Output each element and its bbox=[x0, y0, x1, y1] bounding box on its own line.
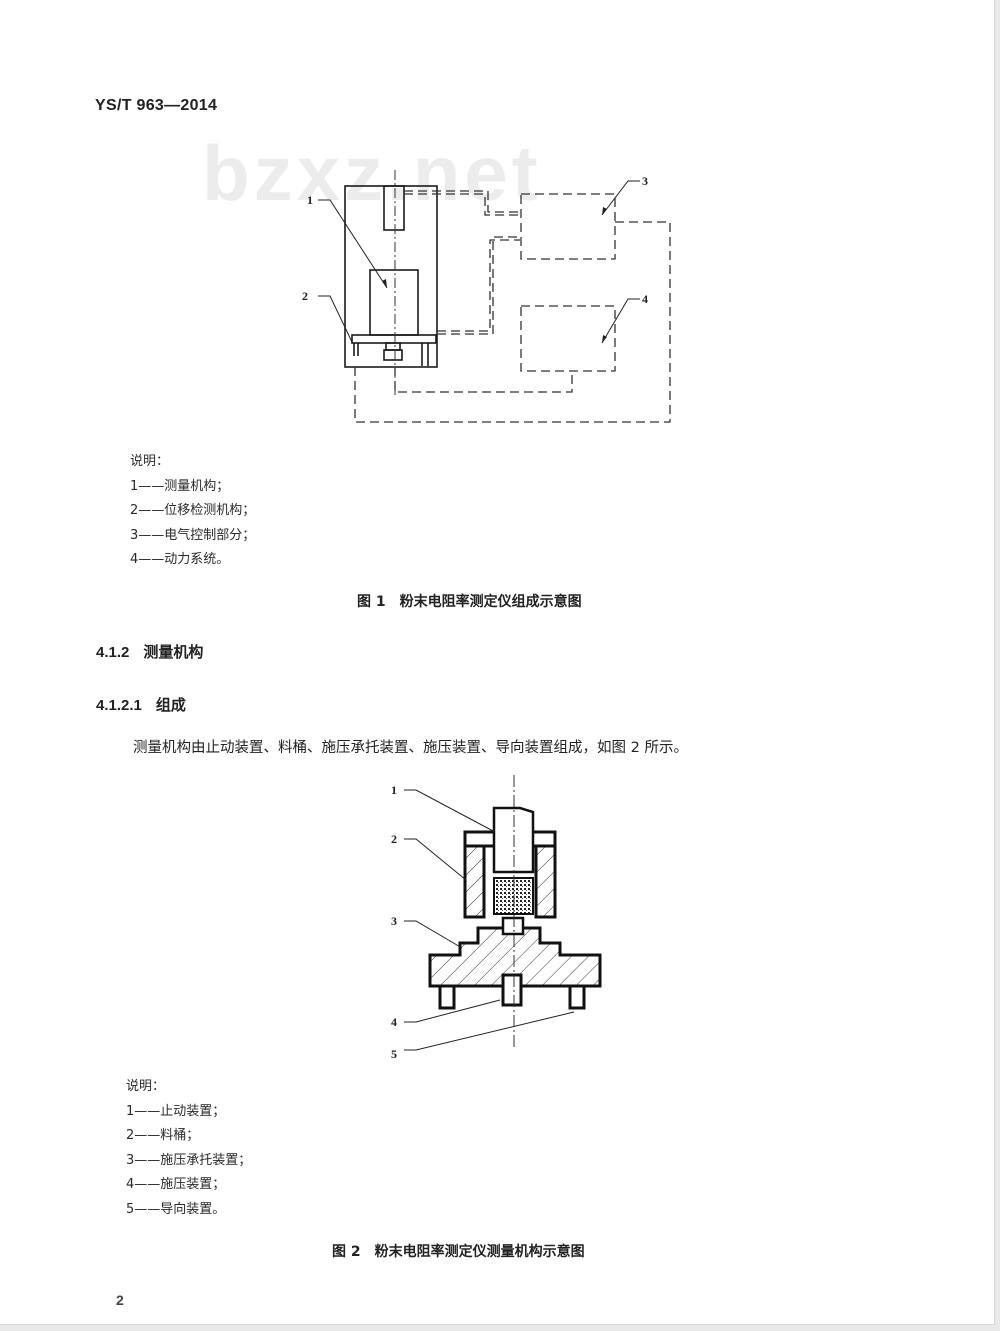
figure-2-legend: 说明： 1——止动装置； 2——料桶； 3——施压承托装置； 4——施压装置； … bbox=[126, 1075, 251, 1222]
legend-title: 说明： bbox=[126, 1079, 166, 1094]
page-number: 2 bbox=[116, 1292, 124, 1308]
section-title: 组成 bbox=[155, 696, 186, 714]
legend-item: 4——施压装置； bbox=[126, 1177, 226, 1192]
legend-item: 5——导向装置。 bbox=[126, 1201, 226, 1217]
fig1-callout-4: 4 bbox=[642, 292, 648, 306]
legend-item: 2——料桶； bbox=[126, 1128, 200, 1143]
measurement-enclosure bbox=[344, 185, 438, 368]
fig1-callout-1: 1 bbox=[307, 193, 313, 207]
section-heading-4-1-2-1: 4.1.2.1 组成 bbox=[96, 694, 186, 715]
figure-1-legend: 说明： 1——测量机构； 2——位移检测机构； 3——电气控制部分； 4——动力… bbox=[130, 450, 255, 573]
body-paragraph: 测量机构由止动装置、料桶、施压承托装置、施压装置、导向装置组成，如图 2 所示。 bbox=[133, 740, 688, 756]
legend-item: 3——施压承托装置； bbox=[126, 1152, 252, 1168]
section-title: 测量机构 bbox=[143, 643, 204, 661]
figure-2-caption: 图 2 粉末电阻率测定仪测量机构示意图 bbox=[332, 1241, 585, 1261]
legend-item: 1——止动装置； bbox=[126, 1103, 226, 1119]
fig2-callout-5: 5 bbox=[391, 1047, 397, 1061]
caption-number: 图 2 bbox=[332, 1244, 361, 1260]
fig2-callout-1: 1 bbox=[391, 783, 397, 797]
legend-title: 说明： bbox=[130, 454, 170, 469]
caption-text: 粉末电阻率测定仪组成示意图 bbox=[399, 594, 582, 610]
fig2-callout-3: 3 bbox=[391, 914, 397, 928]
caption-text: 粉末电阻率测定仪测量机构示意图 bbox=[374, 1244, 585, 1260]
figure-2-diagram: 1 2 3 4 5 bbox=[391, 775, 602, 1061]
fig2-callout-4: 4 bbox=[391, 1015, 397, 1029]
section-number: 4.1.2.1 bbox=[96, 697, 142, 714]
fig1-callout-3: 3 bbox=[642, 174, 648, 188]
legend-item: 1——测量机构； bbox=[130, 478, 230, 494]
fig1-callout-2: 2 bbox=[302, 289, 308, 303]
legend-item: 4——动力系统。 bbox=[130, 552, 230, 567]
legend-item: 3——电气控制部分； bbox=[130, 527, 256, 543]
section-number: 4.1.2 bbox=[96, 644, 130, 661]
figure-1-caption: 图 1 粉末电阻率测定仪组成示意图 bbox=[357, 591, 582, 611]
section-heading-4-1-2: 4.1.2 测量机构 bbox=[96, 641, 203, 662]
caption-number: 图 1 bbox=[357, 594, 386, 610]
figure-1-diagram: 1 2 3 4 bbox=[302, 170, 671, 423]
standard-code: YS/T 963—2014 bbox=[95, 97, 218, 114]
watermark: bzxz.net bbox=[202, 129, 542, 217]
fig2-callout-2: 2 bbox=[391, 832, 397, 846]
legend-item: 2——位移检测机构； bbox=[130, 503, 256, 518]
